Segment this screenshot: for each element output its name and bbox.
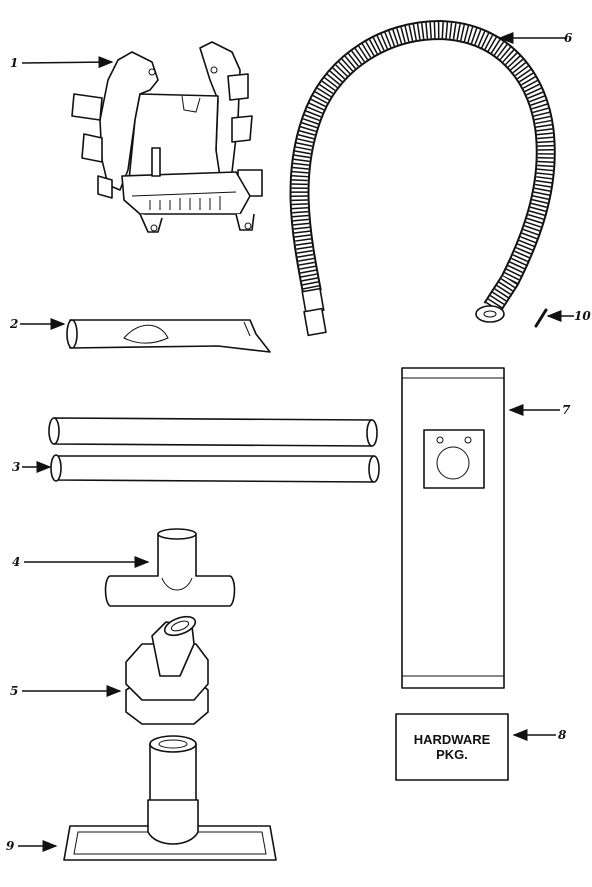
part-4-upholstery-tool	[104, 528, 236, 607]
part-1-harness-frame	[71, 41, 263, 233]
callout-8: 8	[558, 728, 567, 742]
callout-5: 5	[10, 684, 18, 698]
part-5-dusting-brush	[125, 615, 209, 725]
callout-7: 7	[562, 403, 571, 417]
part-7-dust-bag	[401, 367, 505, 689]
part-10-screw	[534, 308, 548, 328]
callout-4: 4	[12, 555, 20, 569]
part-3-extension-wands	[48, 417, 380, 483]
callout-1: 1	[10, 56, 18, 70]
callout-2: 2	[9, 317, 18, 331]
hardware-pkg-line1: HARDWARE	[414, 732, 491, 747]
part-8-hardware-pkg: HARDWARE PKG.	[395, 713, 509, 781]
part-9-floor-tool	[63, 735, 277, 861]
part-6-hose	[289, 19, 556, 337]
callout-6: 6	[564, 31, 573, 45]
callout-9: 9	[6, 839, 15, 853]
leader-line-1	[21, 56, 114, 69]
part-2-crevice-tool	[66, 319, 271, 353]
callout-3: 3	[12, 460, 20, 474]
callout-10: 10	[574, 309, 591, 323]
hardware-pkg-line2: PKG.	[436, 747, 468, 762]
